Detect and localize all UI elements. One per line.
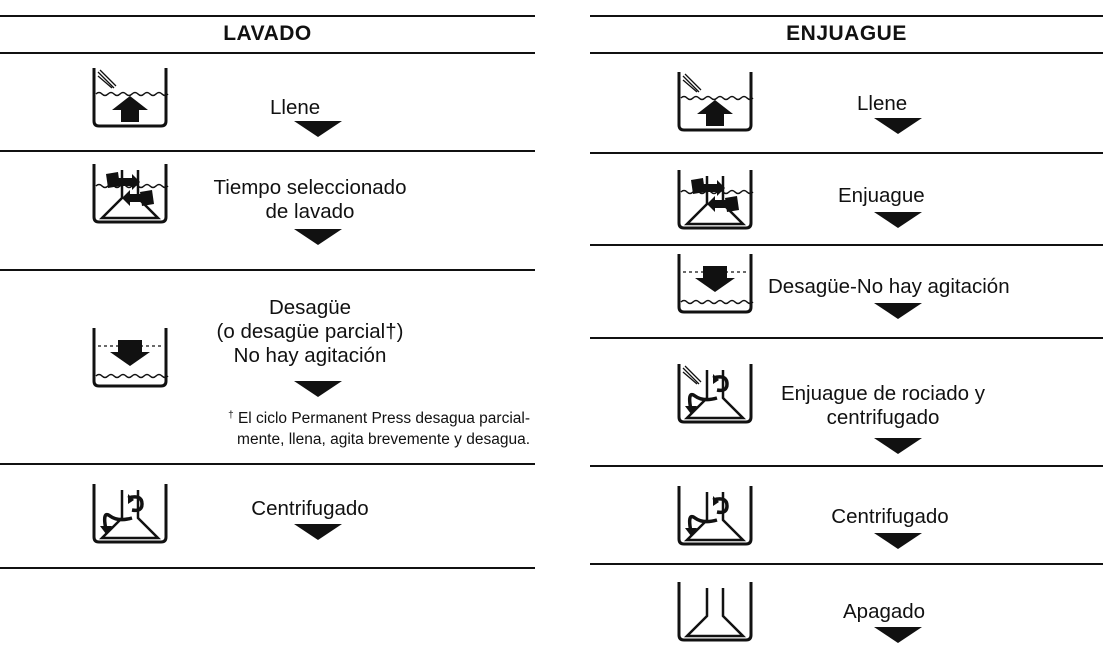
divider — [590, 465, 1103, 467]
tub-drain-icon — [673, 252, 757, 314]
lavado-fill-label: Llene — [270, 96, 321, 119]
divider — [0, 567, 535, 569]
tub-spray-spin-icon — [673, 362, 757, 424]
lavado-spin-label: Centrifugado — [251, 497, 369, 520]
down-arrow-icon — [874, 118, 922, 134]
lavado-wash-label: Tiempo seleccionado de lavado — [213, 176, 407, 223]
down-arrow-icon — [874, 212, 922, 228]
divider — [590, 337, 1103, 339]
divider — [0, 15, 535, 17]
down-arrow-icon — [874, 303, 922, 319]
divider — [0, 150, 535, 152]
tub-fill-icon — [673, 70, 757, 132]
enjuague-off-label: Apagado — [843, 600, 926, 623]
lavado-footnote: † El ciclo Permanent Press desagua parci… — [228, 410, 530, 448]
tub-agitate-icon — [88, 162, 172, 224]
down-arrow-icon — [294, 381, 342, 397]
tub-spin-icon — [88, 482, 172, 544]
divider — [0, 463, 535, 465]
down-arrow-icon — [874, 627, 922, 643]
divider — [590, 244, 1103, 246]
down-arrow-icon — [874, 533, 922, 549]
divider — [590, 563, 1103, 565]
enjuague-drain-label: Desagüe-No hay agitación — [768, 275, 1010, 298]
tub-off-icon — [673, 580, 757, 642]
divider — [590, 15, 1103, 17]
tub-agitate-icon — [673, 168, 757, 230]
lavado-title: LAVADO — [223, 22, 312, 45]
divider — [0, 269, 535, 271]
down-arrow-icon — [874, 438, 922, 454]
down-arrow-icon — [294, 524, 342, 540]
lavado-drain-label: Desagüe (o desagüe parcial†) No hay agit… — [216, 296, 404, 367]
down-arrow-icon — [294, 229, 342, 245]
tub-drain-icon — [88, 326, 172, 388]
down-arrow-icon — [294, 121, 342, 137]
enjuague-title: ENJUAGUE — [786, 22, 907, 45]
enjuague-fill-label: Llene — [857, 92, 908, 115]
divider — [590, 52, 1103, 54]
tub-spin-icon — [673, 484, 757, 546]
enjuague-spin-label: Centrifugado — [831, 505, 949, 528]
enjuague-spray-spin-label: Enjuague de rociado y centrifugado — [780, 382, 985, 429]
enjuague-rinse-label: Enjuague — [838, 184, 925, 207]
divider — [590, 152, 1103, 154]
divider — [0, 52, 535, 54]
tub-fill-icon — [88, 66, 172, 128]
